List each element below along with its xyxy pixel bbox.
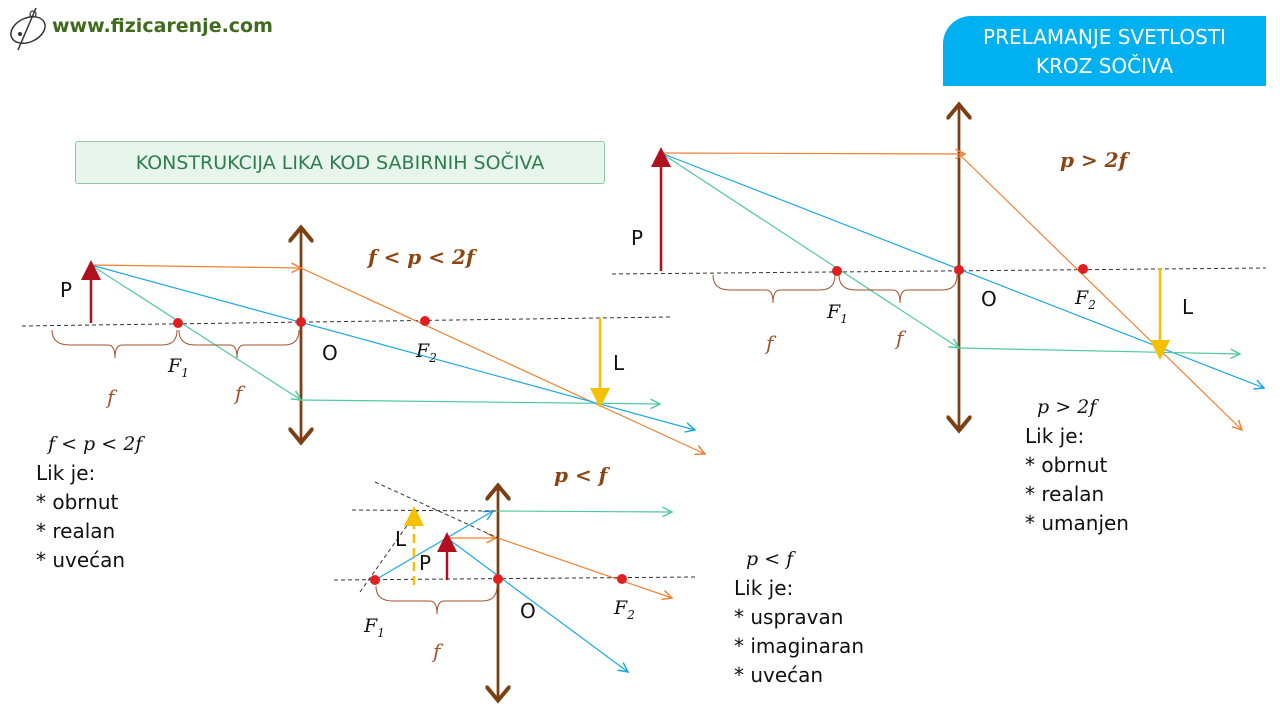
logo-text: www.fizicarenje.com <box>52 15 273 37</box>
note-item: * obrnut <box>36 490 119 514</box>
center-label: O <box>322 341 338 365</box>
object-label: P <box>419 551 431 575</box>
focus-point-2 <box>420 316 430 326</box>
focus2-label: F2 <box>415 340 437 365</box>
lens-center <box>493 574 503 584</box>
ray-focal <box>90 264 301 400</box>
image-label: L <box>1182 295 1194 319</box>
virtual-extension-2 <box>374 481 499 539</box>
focus-point-1 <box>832 266 842 276</box>
ray-parallel <box>90 265 301 268</box>
image-label: L <box>395 527 407 551</box>
lens-center <box>954 265 964 275</box>
panel-bottom: P L O F1 F2 f p < f <box>333 463 696 698</box>
subtitle-box: KONSTRUKCIJA LIKA KOD SABIRNIH SOČIVA <box>75 141 605 184</box>
ray-parallel-refracted <box>497 537 672 598</box>
condition-label: p < f <box>554 463 611 487</box>
lens-center <box>296 317 306 327</box>
ray-center <box>90 264 695 430</box>
note-condition: f < p < 2f <box>48 433 143 455</box>
focus-point-1 <box>173 318 183 328</box>
ray-focal-refracted <box>497 511 672 512</box>
center-label: O <box>981 287 997 311</box>
object-label: P <box>631 226 643 250</box>
virtual-extension-3 <box>359 509 419 593</box>
optical-axis <box>333 576 696 581</box>
f-label: f <box>431 639 444 663</box>
f-bracket-2 <box>838 274 958 304</box>
ray-focal <box>660 152 959 348</box>
subtitle-text: KONSTRUKCIJA LIKA KOD SABIRNIH SOČIVA <box>135 151 545 174</box>
virtual-extension-1 <box>351 509 499 512</box>
f-bracket-2 <box>178 329 300 359</box>
note-item: * umanjen <box>1025 511 1129 535</box>
panel-right: P L O F1 F2 f f p > 2f <box>611 107 1267 430</box>
focus-point-2 <box>617 574 627 584</box>
f-bracket-1 <box>712 274 836 304</box>
note-right: p > 2f Lik je: * obrnut * realan * umanj… <box>1025 393 1129 538</box>
note-item: * imaginaran <box>734 634 864 658</box>
ray-parallel-refracted <box>300 267 705 454</box>
ray-focal-refracted <box>300 400 660 404</box>
note-heading: Lik je: <box>1025 424 1085 448</box>
header-title-line1: PRELAMANJE SVETLOSTI <box>983 25 1226 49</box>
note-heading: Lik je: <box>734 576 794 600</box>
header-title-line2: KROZ SOČIVA <box>1035 54 1174 78</box>
note-bottom: p < f Lik je: * uspravan * imaginaran * … <box>734 545 864 690</box>
optical-axis <box>611 267 1267 275</box>
note-item: * uvećan <box>734 663 824 687</box>
panel-left: P L O F1 F2 f f f < p < 2f <box>21 230 705 454</box>
image-label: L <box>613 351 625 375</box>
note-condition: p > 2f <box>1037 396 1097 418</box>
focus-point-1 <box>370 575 380 585</box>
note-item: * realan <box>36 519 116 543</box>
note-item: * uspravan <box>734 605 844 629</box>
focus2-label: F2 <box>613 597 635 622</box>
focus1-label: F1 <box>826 301 848 326</box>
ray-focal <box>374 511 493 581</box>
focus1-label: F1 <box>363 615 385 640</box>
ray-center <box>446 537 628 672</box>
focus2-label: F2 <box>1074 287 1096 312</box>
f-bracket-1 <box>375 585 498 615</box>
f-bracket-1 <box>51 329 178 359</box>
f-label-2: f <box>894 326 907 350</box>
note-item: * realan <box>1025 482 1105 506</box>
center-label: O <box>520 599 536 623</box>
f-label-1: f <box>105 385 118 409</box>
optical-axis <box>21 316 671 327</box>
object-label: P <box>60 278 72 302</box>
header-title: PRELAMANJE SVETLOSTI KROZ SOČIVA <box>943 16 1266 86</box>
logo-icon <box>6 4 50 58</box>
note-condition: p < f <box>746 548 794 570</box>
focus1-label: F1 <box>167 355 189 380</box>
f-label-2: f <box>233 381 246 405</box>
focus-point-2 <box>1078 264 1088 274</box>
ray-parallel-refracted <box>958 153 1242 430</box>
note-heading: Lik je: <box>36 461 96 485</box>
ray-focal-refracted <box>958 347 1240 354</box>
note-left: f < p < 2f Lik je: * obrnut * realan * u… <box>36 430 142 575</box>
ray-parallel <box>660 153 965 154</box>
note-item: * uvećan <box>36 548 126 572</box>
condition-label: f < p < 2f <box>366 245 478 269</box>
condition-label: p > 2f <box>1060 148 1131 172</box>
note-item: * obrnut <box>1025 453 1108 477</box>
f-label-1: f <box>764 331 777 355</box>
